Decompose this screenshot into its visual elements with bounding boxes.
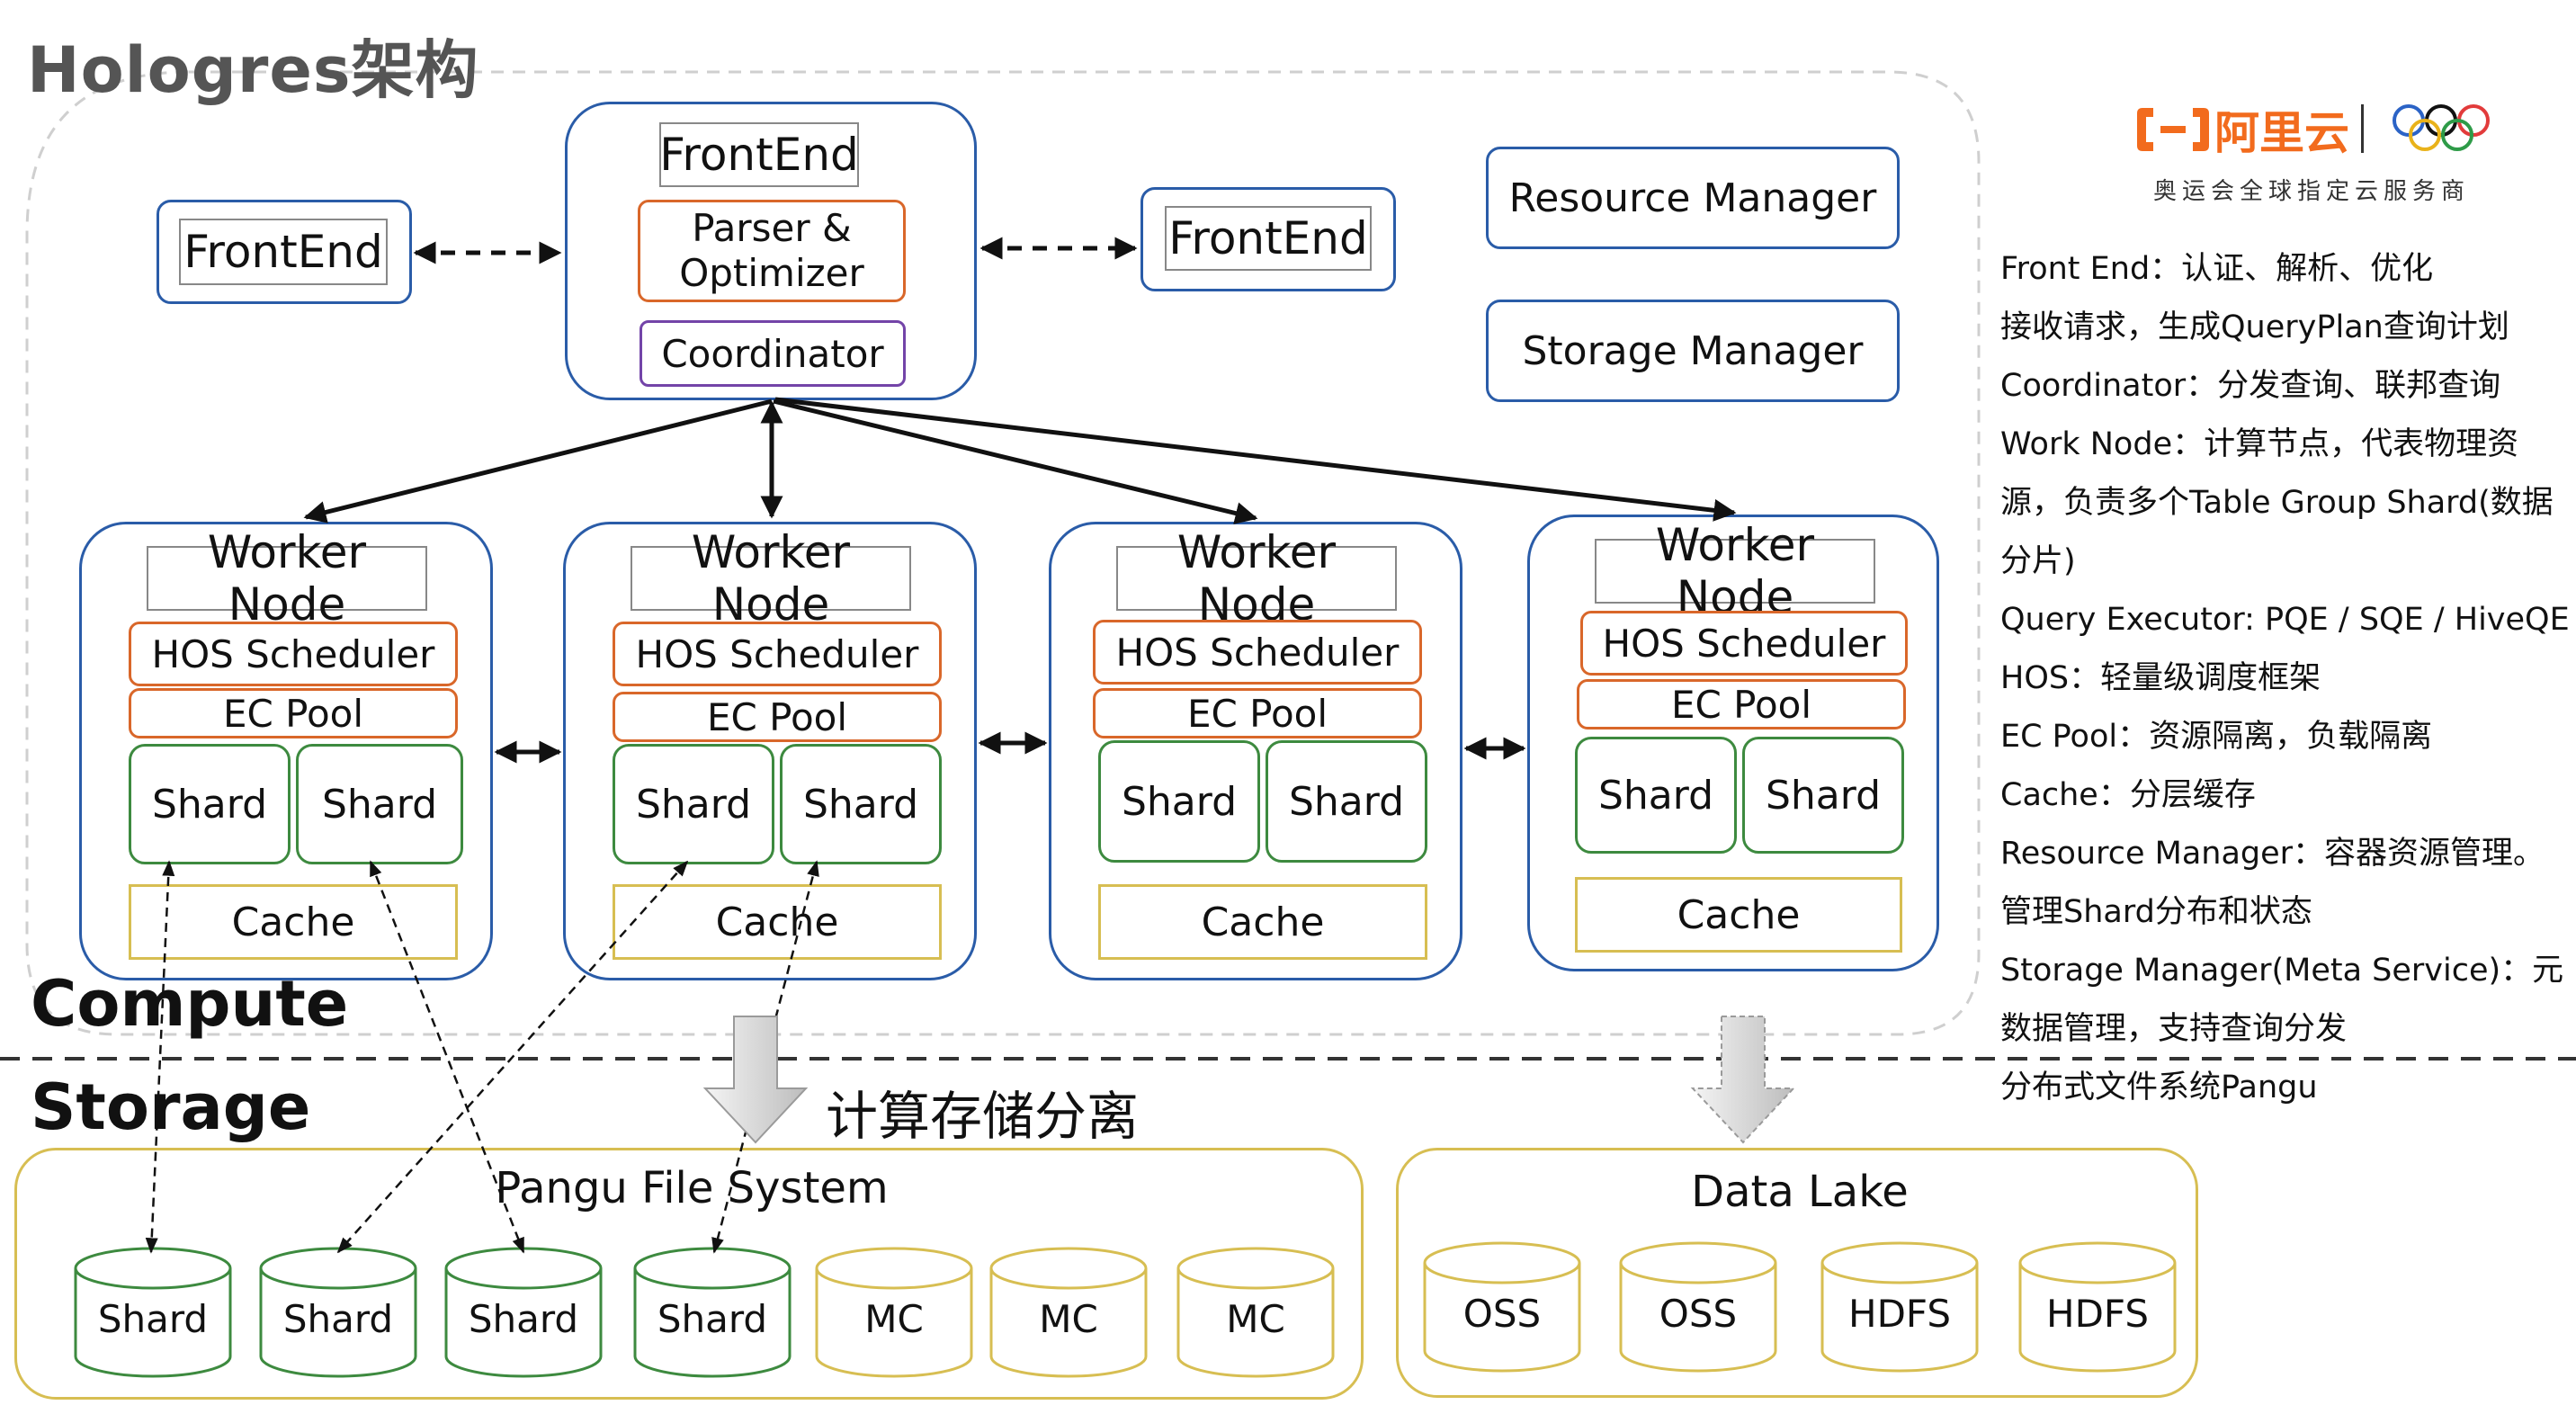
ec-pool-box: EC Pool (1093, 688, 1422, 738)
compute-to-pangu-arrow (702, 1016, 809, 1144)
compute-dashed-frame (25, 70, 1981, 1036)
datalake-item-label: OSS (1462, 1291, 1542, 1336)
note-line: HOS：轻量级调度框架 (2000, 660, 2321, 696)
note-line: 源，负责多个Table Group Shard(数据 (2000, 485, 2554, 521)
datalake-hdfs-cylinder-2 (2018, 1241, 2177, 1373)
note-line: EC Pool：资源隔离，负载隔离 (2000, 719, 2433, 755)
pangu-item-label: Shard (468, 1296, 579, 1341)
worker-shard-a: Shard (613, 744, 774, 864)
data-lake-title: Data Lake (1691, 1167, 1909, 1217)
coordinator-to-worker-4 (774, 397, 1737, 522)
parser-optimizer-box: Parser & Optimizer (638, 200, 906, 302)
frontend-main-node: FrontEnd Parser & Optimizer Coordinator (565, 102, 977, 400)
worker-shard-a: Shard (1575, 737, 1737, 854)
note-line: 分片) (2000, 543, 2076, 579)
pangu-item-label: MC (1226, 1296, 1285, 1341)
aliyun-logo-icon (2137, 108, 2209, 151)
hos-scheduler-box: HOS Scheduler (1093, 620, 1422, 685)
pangu-mc-cylinder-1 (815, 1247, 973, 1378)
hos-scheduler-box: HOS Scheduler (613, 622, 942, 686)
note-line: Query Executor: PQE / SQE / HiveQE (2000, 602, 2570, 638)
worker-shard-a: Shard (129, 744, 291, 864)
ec-pool-box: EC Pool (129, 688, 458, 738)
frontend-right-label: FrontEnd (1165, 206, 1372, 271)
logo-area: 阿里云 奥运会全球指定云服务商 (2132, 97, 2509, 205)
pangu-shard-cylinder-3 (444, 1247, 603, 1378)
note-line: Cache：分层缓存 (2000, 777, 2256, 813)
worker-shard-b: Shard (1266, 740, 1427, 863)
note-line: Storage Manager(Meta Service)：元 (2000, 953, 2564, 989)
pangu-item-label: Shard (97, 1296, 209, 1341)
datalake-oss-cylinder-1 (1423, 1241, 1581, 1373)
cache-box: Cache (1098, 884, 1427, 960)
sponsor-text: 奥运会全球指定云服务商 (2153, 178, 2471, 205)
pangu-item-label: MC (864, 1296, 924, 1341)
frontend-left-node: FrontEnd (157, 200, 412, 304)
frontend-main-label: FrontEnd (659, 122, 859, 187)
worker-node-3: Worker Node HOS Scheduler EC Pool Shard … (1049, 522, 1462, 980)
olympic-rings-icon (2393, 104, 2490, 151)
pangu-mc-cylinder-3 (1176, 1247, 1335, 1378)
datalake-item-label: OSS (1659, 1291, 1738, 1336)
worker-shard-b: Shard (780, 744, 942, 864)
note-line: 数据管理，支持查询分发 (2000, 1011, 2348, 1047)
worker-shard-b: Shard (296, 744, 463, 864)
pangu-item-label: MC (1039, 1296, 1098, 1341)
brand-name: 阿里云 (2214, 107, 2349, 159)
resource-manager-box: Resource Manager (1486, 147, 1900, 249)
datalake-oss-cylinder-2 (1619, 1241, 1777, 1373)
note-line: Front End：认证、解析、优化 (2000, 251, 2434, 287)
pangu-item-label: Shard (282, 1296, 394, 1341)
frontend-right-node: FrontEnd (1140, 187, 1396, 291)
pangu-shard-cylinder-1 (74, 1247, 232, 1378)
note-line: Resource Manager：容器资源管理。 (2000, 836, 2545, 872)
frontend-left-label: FrontEnd (179, 219, 388, 285)
storage-manager-box: Storage Manager (1486, 300, 1900, 402)
pangu-mc-cylinder-2 (989, 1247, 1148, 1378)
pangu-shard-cylinder-4 (633, 1247, 792, 1378)
note-line: 接收请求，生成QueryPlan查询计划 (2000, 309, 2509, 345)
hos-scheduler-box: HOS Scheduler (1580, 611, 1908, 676)
note-line: 管理Shard分布和状态 (2000, 894, 2312, 930)
logo-divider (2361, 104, 2364, 153)
coordinator-to-worker-1 (303, 398, 773, 524)
separation-caption: 计算存储分离 (826, 1086, 1140, 1147)
datalake-hdfs-cylinder-1 (1820, 1241, 1979, 1373)
ec-pool-box: EC Pool (1577, 679, 1906, 729)
shard-storage-link (336, 860, 689, 1254)
worker-node-4: Worker Node HOS Scheduler EC Pool Shard … (1527, 515, 1939, 971)
cache-box: Cache (1575, 877, 1902, 953)
datalake-item-label: HDFS (1847, 1291, 1951, 1336)
pangu-shard-cylinder-2 (259, 1247, 417, 1378)
compute-to-datalake-arrow (1690, 1016, 1796, 1144)
hos-scheduler-box: HOS Scheduler (129, 622, 458, 686)
shard-storage-link (369, 860, 525, 1254)
coordinator-to-worker-3 (773, 398, 1258, 524)
datalake-item-label: HDFS (2045, 1291, 2149, 1336)
note-line: 分布式文件系统Pangu (2000, 1069, 2318, 1105)
worker-shard-a: Shard (1098, 740, 1260, 863)
note-line: Work Node：计算节点，代表物理资 (2000, 426, 2519, 462)
pangu-item-label: Shard (657, 1296, 768, 1341)
page-title: Hologres架构 (27, 33, 479, 107)
shard-storage-link (145, 860, 175, 1254)
worker-shard-b: Shard (1742, 737, 1904, 854)
ec-pool-box: EC Pool (613, 692, 942, 742)
note-line: Coordinator：分发查询、联邦查询 (2000, 368, 2501, 404)
coordinator-box: Coordinator (640, 320, 906, 387)
